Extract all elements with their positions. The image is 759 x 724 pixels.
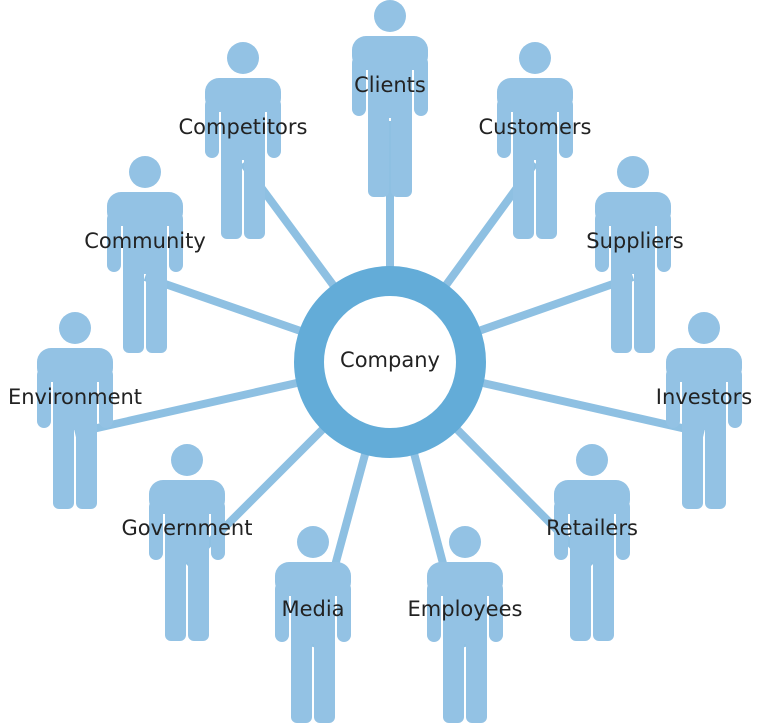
stakeholder-label: Employees (408, 597, 523, 621)
company-label: Company (340, 348, 440, 372)
person-icon (427, 526, 503, 723)
person-icon (666, 312, 742, 509)
stakeholder-label: Clients (354, 73, 426, 97)
person-icon (595, 156, 671, 353)
person-icon (205, 42, 281, 239)
person-icon (275, 526, 351, 723)
person-icon (37, 312, 113, 509)
stakeholder-label: Media (281, 597, 344, 621)
stakeholder-label: Retailers (546, 516, 638, 540)
stakeholder-label: Government (122, 516, 253, 540)
person-icon (554, 444, 630, 641)
person-icon (107, 156, 183, 353)
stakeholder-label: Community (84, 229, 206, 253)
stakeholder-label: Investors (656, 385, 752, 409)
stakeholder-label: Suppliers (586, 229, 683, 253)
stakeholder-label: Customers (479, 115, 592, 139)
stakeholder-label: Competitors (179, 115, 308, 139)
person-icon (497, 42, 573, 239)
person-icon (149, 444, 225, 641)
company-ring (294, 266, 486, 458)
person-icon (352, 0, 428, 197)
stakeholder-label: Environment (8, 385, 142, 409)
